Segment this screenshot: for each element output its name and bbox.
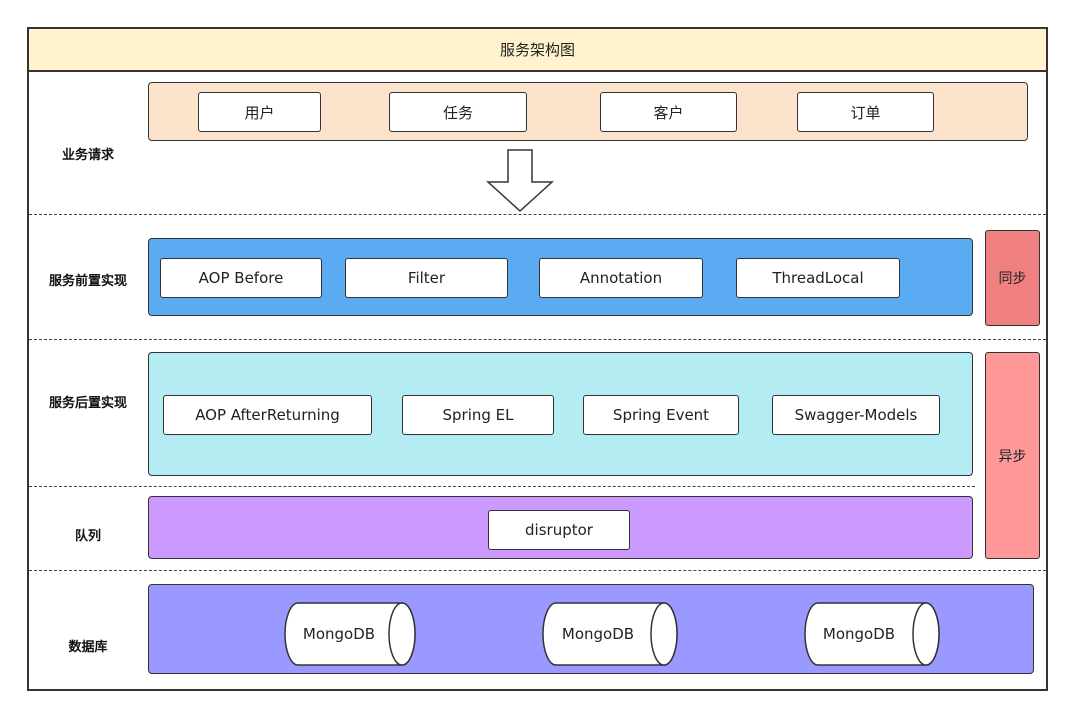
- post-item-spring-event: Spring Event: [583, 395, 739, 435]
- separator-4: [29, 570, 1046, 571]
- db-item-2-label: MongoDB: [562, 625, 634, 643]
- async-box: 异步: [985, 352, 1040, 559]
- mongodb-cylinder-icon: MongoDB: [804, 602, 940, 666]
- business-item-customer: 客户: [600, 92, 737, 132]
- row-label-pre: 服务前置实现: [48, 274, 127, 289]
- pre-item-annotation: Annotation: [539, 258, 703, 298]
- diagram-title-text: 服务架构图: [499, 41, 575, 59]
- business-item-task: 任务: [389, 92, 527, 132]
- row-label-db: 数据库: [68, 640, 108, 655]
- queue-item-disruptor: disruptor: [488, 510, 630, 550]
- post-item-aop-afterreturning: AOP AfterReturning: [163, 395, 372, 435]
- post-item-spring-el: Spring EL: [402, 395, 554, 435]
- db-item-1-label: MongoDB: [303, 625, 375, 643]
- db-item-3-label: MongoDB: [823, 625, 895, 643]
- business-item-order: 订单: [797, 92, 934, 132]
- pre-item-aop-before: AOP Before: [160, 258, 322, 298]
- separator-3: [29, 486, 975, 487]
- post-item-swagger-models: Swagger-Models: [772, 395, 940, 435]
- row-label-business: 业务请求: [61, 148, 114, 163]
- separator-1: [29, 214, 1046, 215]
- separator-2: [29, 339, 1046, 340]
- business-item-user: 用户: [198, 92, 321, 132]
- pre-item-filter: Filter: [345, 258, 508, 298]
- mongodb-cylinder-icon: MongoDB: [284, 602, 416, 666]
- mongodb-cylinder-icon: MongoDB: [542, 602, 678, 666]
- sync-box: 同步: [985, 230, 1040, 326]
- row-label-queue: 队列: [74, 529, 101, 544]
- pre-item-threadlocal: ThreadLocal: [736, 258, 900, 298]
- row-label-post: 服务后置实现: [48, 396, 127, 411]
- down-arrow-icon: [486, 149, 554, 213]
- diagram-title: 服务架构图: [27, 27, 1048, 72]
